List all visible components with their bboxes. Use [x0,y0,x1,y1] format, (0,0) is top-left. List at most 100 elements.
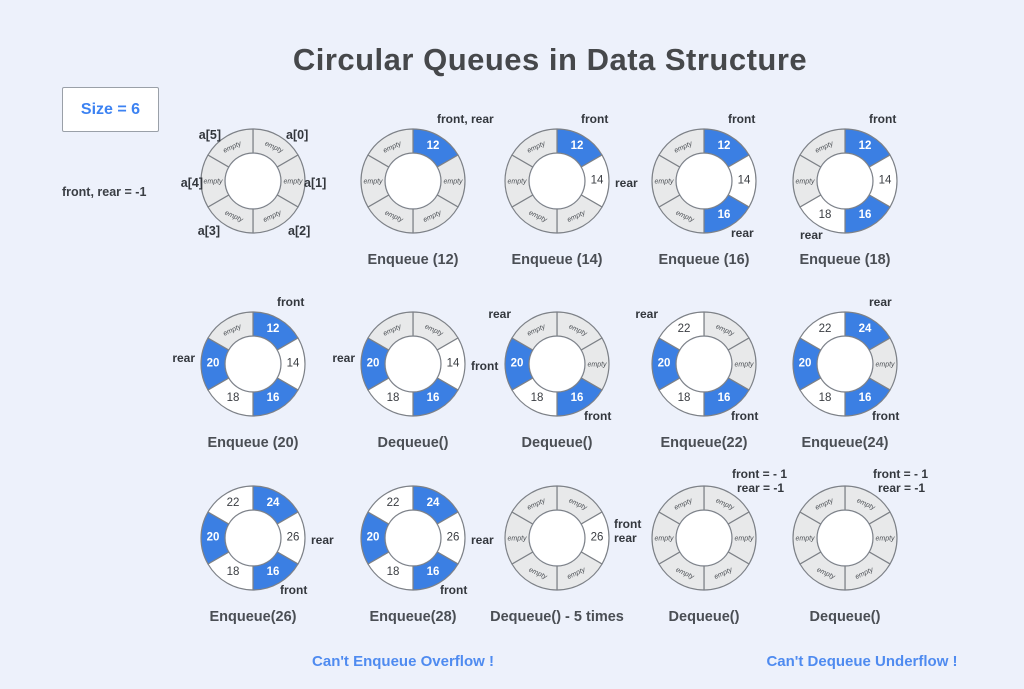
queue-center-hole [226,337,280,391]
segment-value: 14 [738,175,751,187]
queue-segment-a5 [367,485,414,525]
queue-segment-a5 [658,485,705,525]
operation-caption: Enqueue(28) [369,609,457,625]
queue-center-hole [226,511,280,565]
array-index-label: a[2] [288,224,310,238]
segment-empty-label: empty [795,536,815,543]
queue-segment-a5 [658,311,705,351]
overflow-notice: Can't Enqueue Overflow ! [312,653,494,670]
pointer-label-front: front [471,359,498,373]
segment-empty-label: empty [443,179,463,186]
pointer-label-front: front = - 1 [732,467,787,481]
segment-value: 16 [718,209,731,221]
segment-value: 14 [879,175,892,187]
queue-center-hole [530,154,584,208]
segment-value: 26 [591,532,604,544]
pointer-label-rear: rear [471,533,494,547]
queue-segment-a5 [799,311,846,351]
segment-value: 18 [227,392,240,404]
segment-empty-label: empty [203,179,223,186]
queue-segment-a5 [511,485,558,525]
pointer-label-rear: rear [615,176,638,190]
queue-segment-a5 [511,128,558,168]
segment-value: 18 [819,392,832,404]
segment-empty-label: empty [875,362,895,369]
operation-caption: Dequeue() - 5 times [490,609,624,625]
array-index-label: a[4] [181,176,203,190]
pointer-label-rear: rear [332,351,355,365]
queue-diagram: emptyemptyemptyemptyemptyemptya[0]a[1]a[… [181,128,326,238]
queue-center-hole [386,154,440,208]
operation-caption: Enqueue(24) [801,435,889,451]
segment-value: 12 [267,323,280,335]
operation-caption: Enqueue (20) [207,435,299,451]
segment-value: 12 [427,140,440,152]
pointer-label-front: front [440,583,467,597]
segment-value: 16 [427,392,440,404]
queue-center-hole [677,337,731,391]
queue-segment-a5 [367,311,414,351]
underflow-notice: Can't Dequeue Underflow ! [766,653,958,670]
segment-value: 18 [678,392,691,404]
page-title: Circular Queues in Data Structure [292,42,808,77]
array-index-label: a[0] [286,128,308,142]
queue-center-hole [530,511,584,565]
segment-value: 20 [511,358,524,370]
segment-value: 18 [227,566,240,578]
queue-segment-a5 [799,485,846,525]
queue-center-hole [226,154,280,208]
pointer-label-rear: rear = -1 [737,481,784,495]
segment-value: 22 [387,497,400,509]
segment-value: 16 [859,392,872,404]
operation-caption: Dequeue() [377,435,449,451]
pointer-label-front: front [614,517,641,531]
operation-caption: Enqueue (16) [658,252,750,268]
pointer-label-front: front [869,112,896,126]
segment-value: 20 [799,358,812,370]
pointer-label-rear: rear [172,351,195,365]
segment-value: 16 [859,209,872,221]
segment-value: 20 [367,358,380,370]
segment-empty-label: empty [507,536,527,543]
queue-center-hole [530,337,584,391]
queue-segment-a5 [207,485,254,525]
segment-empty-label: empty [795,179,815,186]
size-box: Size = 6 [62,87,159,132]
array-index-label: a[3] [198,224,220,238]
segment-value: 20 [367,532,380,544]
pointer-label-front: front [581,112,608,126]
queue-segment-a5 [799,128,846,168]
segment-value: 26 [287,532,300,544]
pointer-label-rear: rear [731,226,754,240]
operation-caption: Enqueue(26) [209,609,297,625]
pointer-label-front: front [280,583,307,597]
segment-value: 22 [227,497,240,509]
queue-center-hole [818,154,872,208]
segment-empty-label: empty [654,179,674,186]
segment-empty-label: empty [587,362,607,369]
pointer-label-front: front [277,295,304,309]
queue-segment-a5 [367,128,414,168]
pointer-label-rear: rear [614,531,637,545]
segment-value: 16 [267,566,280,578]
pointer-label-rear: rear [635,307,658,321]
segment-empty-label: empty [654,536,674,543]
queue-segment-a5 [658,128,705,168]
pointer-label-rear: rear [311,533,334,547]
operation-caption: Enqueue (18) [799,252,891,268]
queue-center-hole [677,511,731,565]
segment-value: 20 [658,358,671,370]
segment-value: 18 [387,566,400,578]
segment-value: 16 [267,392,280,404]
size-label: Size = 6 [80,100,141,118]
segment-empty-label: empty [734,536,754,543]
